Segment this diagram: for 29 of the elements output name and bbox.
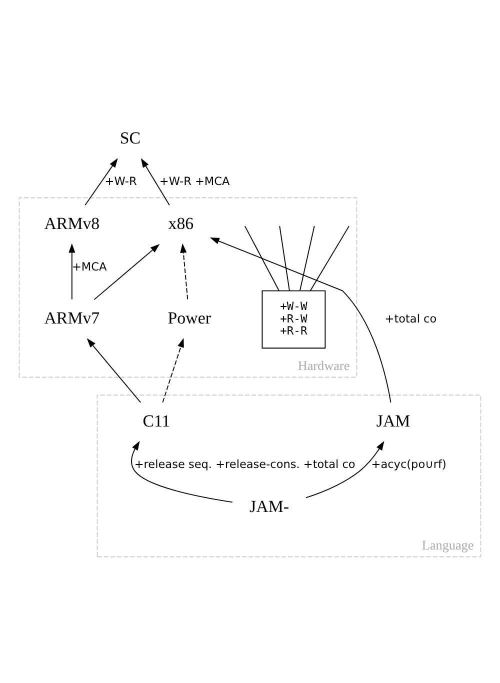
arrow	[84, 158, 118, 206]
node-text: ARMv8	[44, 214, 100, 233]
node-box: +W-W +R-W +R-R	[262, 290, 326, 348]
edge-label: +W-R +MCA	[159, 174, 230, 188]
node-text: JAM-	[250, 496, 289, 516]
connector	[279, 225, 290, 291]
arrow	[306, 440, 384, 498]
node-text: JAM	[376, 410, 410, 430]
connector	[299, 225, 315, 291]
edge-label: +MCA	[72, 260, 107, 274]
arrow	[94, 243, 160, 300]
arrow	[131, 440, 233, 502]
arrow	[86, 338, 142, 402]
arrow	[140, 158, 170, 206]
connector	[244, 225, 280, 291]
edge-label: +total co	[384, 312, 437, 325]
arrow	[162, 337, 184, 402]
arrow	[180, 242, 188, 300]
node-text: x86	[168, 214, 194, 233]
node-text: SC	[120, 128, 141, 148]
arrow	[210, 237, 392, 402]
node-text: ARMv7	[44, 308, 100, 328]
edge-label: +W-R	[104, 174, 137, 188]
connector	[310, 225, 350, 291]
edge-label: +acyc(po∪rf)	[371, 458, 446, 471]
node-text: C11	[142, 410, 170, 430]
node-text: Power	[168, 308, 211, 328]
edge-label: +release seq. +release-cons. +total co	[134, 458, 356, 471]
arrow	[68, 242, 76, 300]
